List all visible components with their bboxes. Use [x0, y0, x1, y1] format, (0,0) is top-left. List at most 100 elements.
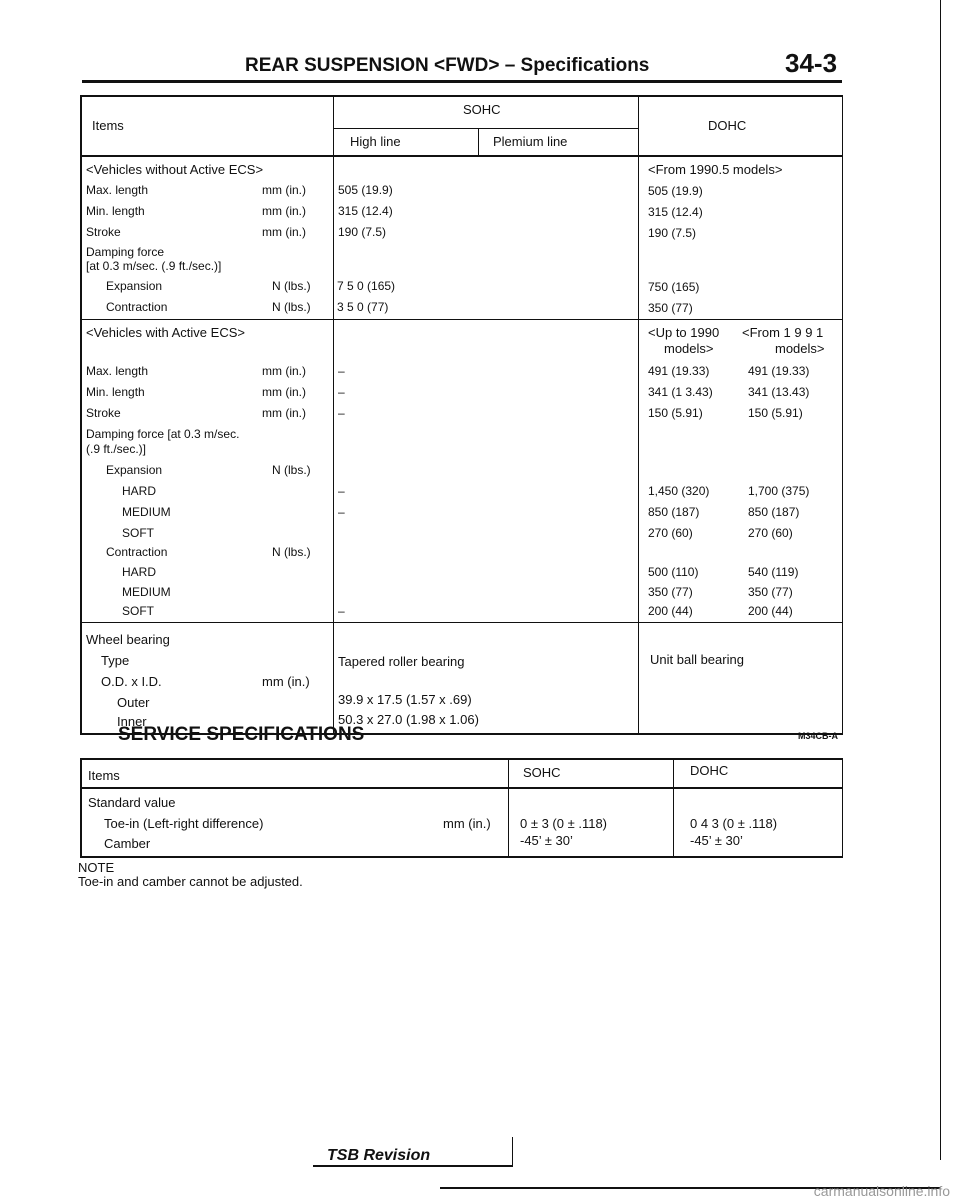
page-number: 34-3	[785, 48, 838, 78]
section-dohc-note: <From 1990.5 models>	[648, 162, 783, 177]
dohc-col1-head-line2: models>	[664, 341, 714, 356]
bearing-type-label: Type	[101, 653, 130, 668]
contraction-dohc: 350 (77)	[648, 301, 693, 315]
max-length-dohc: 505 (19.9)	[648, 184, 703, 198]
min-length-unit: mm (in.)	[262, 204, 306, 218]
contraction-hard-dohc-c1: 500 (110)	[648, 565, 699, 579]
camber-dohc: -45’ ± 30’	[690, 833, 743, 848]
camber-sohc: -45’ ± 30’	[520, 833, 573, 848]
min-length-sohc: 315 (12.4)	[338, 204, 393, 218]
contraction-soft-dohc-c1: 200 (44)	[648, 604, 693, 618]
expansion-dohc: 750 (165)	[648, 280, 700, 294]
standard-value-label: Standard value	[88, 795, 176, 810]
expansion-unit: N (lbs.)	[272, 279, 311, 293]
tsb-revision: TSB Revision	[327, 1147, 431, 1164]
contraction-medium-label: MEDIUM	[122, 585, 171, 599]
stroke-label: Stroke	[86, 225, 121, 239]
damping-force-label: Damping force [at 0.3 m/sec.	[86, 427, 240, 441]
max-length-label: Max. length	[86, 183, 149, 197]
tsb-bracket	[512, 1137, 513, 1165]
bearing-inner-sohc: 50.3 x 27.0 (1.98 x 1.06)	[338, 712, 479, 727]
expansion-sohc: 7 5 0 (165)	[337, 279, 396, 293]
contraction-medium-dohc-c1: 350 (77)	[648, 585, 693, 599]
note-text: Toe-in and camber cannot be adjusted.	[78, 874, 303, 889]
bearing-outer-sohc: 39.9 x 17.5 (1.57 x .69)	[338, 692, 472, 707]
col-head-premium-line: Plemium line	[493, 134, 568, 149]
damping-force-condition: (.9 ft./sec.)]	[86, 442, 147, 456]
footer-rule	[440, 1187, 940, 1189]
col-head-sohc: SOHC	[523, 765, 561, 780]
stroke-unit: mm (in.)	[262, 406, 306, 420]
stroke-label: Stroke	[86, 406, 121, 420]
tsb-underline	[313, 1165, 513, 1167]
toe-in-unit: mm (in.)	[443, 816, 491, 831]
max-length-sohc: 505 (19.9)	[338, 183, 393, 197]
contraction-hard-label: HARD	[122, 565, 157, 579]
max-length-label: Max. length	[86, 364, 149, 378]
stroke-sohc: –	[338, 406, 345, 420]
toe-in-label: Toe-in (Left-right difference)	[104, 816, 264, 831]
max-length-unit: mm (in.)	[262, 364, 306, 378]
col-head-dohc: DOHC	[708, 118, 747, 133]
contraction-label: Contraction	[106, 300, 168, 314]
expansion-unit: N (lbs.)	[272, 463, 311, 477]
contraction-unit: N (lbs.)	[272, 300, 311, 314]
section-code: M34CB-A	[798, 731, 839, 741]
service-specifications-title: SERVICE SPECIFICATIONS	[118, 724, 365, 745]
damping-force-label: Damping force	[86, 245, 165, 259]
contraction-label: Contraction	[106, 545, 168, 559]
contraction-medium-dohc-c2: 350 (77)	[748, 585, 793, 599]
expansion-hard-label: HARD	[122, 484, 157, 498]
min-length-dohc-c1: 341 (1 3.43)	[648, 385, 713, 399]
bearing-type-dohc: Unit ball bearing	[650, 652, 744, 667]
max-length-dohc-c1: 491 (19.33)	[648, 364, 710, 378]
toe-in-sohc: 0 ± 3 (0 ± .118)	[520, 816, 608, 831]
damping-force-condition: [at 0.3 m/sec. (.9 ft./sec.)]	[86, 259, 222, 273]
expansion-soft-dohc-c1: 270 (60)	[648, 526, 693, 540]
contraction-soft-dohc-c2: 200 (44)	[748, 604, 793, 618]
min-length-dohc: 315 (12.4)	[648, 205, 703, 219]
section-title: <Vehicles without Active ECS>	[86, 162, 264, 177]
dohc-col1-head: <Up to 1990	[648, 325, 720, 340]
min-length-label: Min. length	[86, 385, 145, 399]
expansion-label: Expansion	[106, 463, 163, 477]
min-length-label: Min. length	[86, 204, 145, 218]
section-title: <Vehicles with Active ECS>	[86, 325, 245, 340]
min-length-sohc: –	[338, 385, 345, 399]
expansion-soft-label: SOFT	[122, 526, 154, 540]
header-right-rule	[940, 0, 941, 1160]
min-length-unit: mm (in.)	[262, 385, 306, 399]
bearing-inner-label: Inner	[117, 714, 147, 729]
expansion-hard-dohc-c1: 1,450 (320)	[648, 484, 710, 498]
expansion-medium-dohc-c2: 850 (187)	[748, 505, 800, 519]
expansion-medium-dohc-c1: 850 (187)	[648, 505, 700, 519]
col-head-high-line: High line	[350, 134, 401, 149]
expansion-medium-sohc: –	[338, 505, 345, 519]
note-title: NOTE	[78, 860, 115, 875]
stroke-sohc: 190 (7.5)	[338, 225, 387, 239]
stroke-dohc-c1: 150 (5.91)	[648, 406, 703, 420]
max-length-dohc-c2: 491 (19.33)	[748, 364, 810, 378]
min-length-dohc-c2: 341 (13.43)	[748, 385, 810, 399]
expansion-hard-dohc-c2: 1,700 (375)	[748, 484, 810, 498]
expansion-label: Expansion	[106, 279, 163, 293]
toe-in-dohc: 0 4 3 (0 ± .118)	[690, 816, 778, 831]
max-length-sohc: –	[338, 364, 345, 378]
max-length-unit: mm (in.)	[262, 183, 306, 197]
expansion-medium-label: MEDIUM	[122, 505, 171, 519]
col-head-dohc: DOHC	[690, 763, 729, 778]
contraction-sohc: 3 5 0 (77)	[337, 300, 389, 314]
stroke-dohc-c2: 150 (5.91)	[748, 406, 803, 420]
page-title: REAR SUSPENSION <FWD> – Specifications	[245, 55, 650, 76]
contraction-unit: N (lbs.)	[272, 545, 311, 559]
contraction-soft-sohc: –	[338, 604, 345, 618]
col-head-items: Items	[92, 118, 124, 133]
bearing-outer-label: Outer	[117, 695, 150, 710]
od-id-unit: mm (in.)	[262, 674, 310, 689]
expansion-soft-dohc-c2: 270 (60)	[748, 526, 793, 540]
contraction-soft-label: SOFT	[122, 604, 154, 618]
col-head-items: Items	[88, 768, 120, 783]
stroke-unit: mm (in.)	[262, 225, 306, 239]
contraction-hard-dohc-c2: 540 (119)	[748, 565, 799, 579]
camber-label: Camber	[104, 836, 151, 851]
